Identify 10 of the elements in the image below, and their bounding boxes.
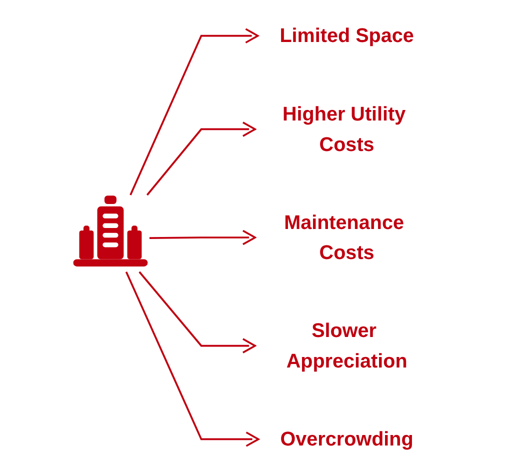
arrow	[149, 230, 256, 246]
node-text: Higher Utility Costs	[282, 103, 406, 155]
node-text: Maintenance Costs	[284, 211, 404, 264]
arrow	[138, 271, 256, 354]
node-text: Slower Appreciation	[286, 320, 408, 372]
arrow	[130, 28, 259, 196]
node-text: Limited Space	[280, 24, 414, 47]
arrow	[146, 122, 256, 196]
node-text: Overcrowding	[280, 428, 414, 450]
arrow	[125, 271, 260, 447]
